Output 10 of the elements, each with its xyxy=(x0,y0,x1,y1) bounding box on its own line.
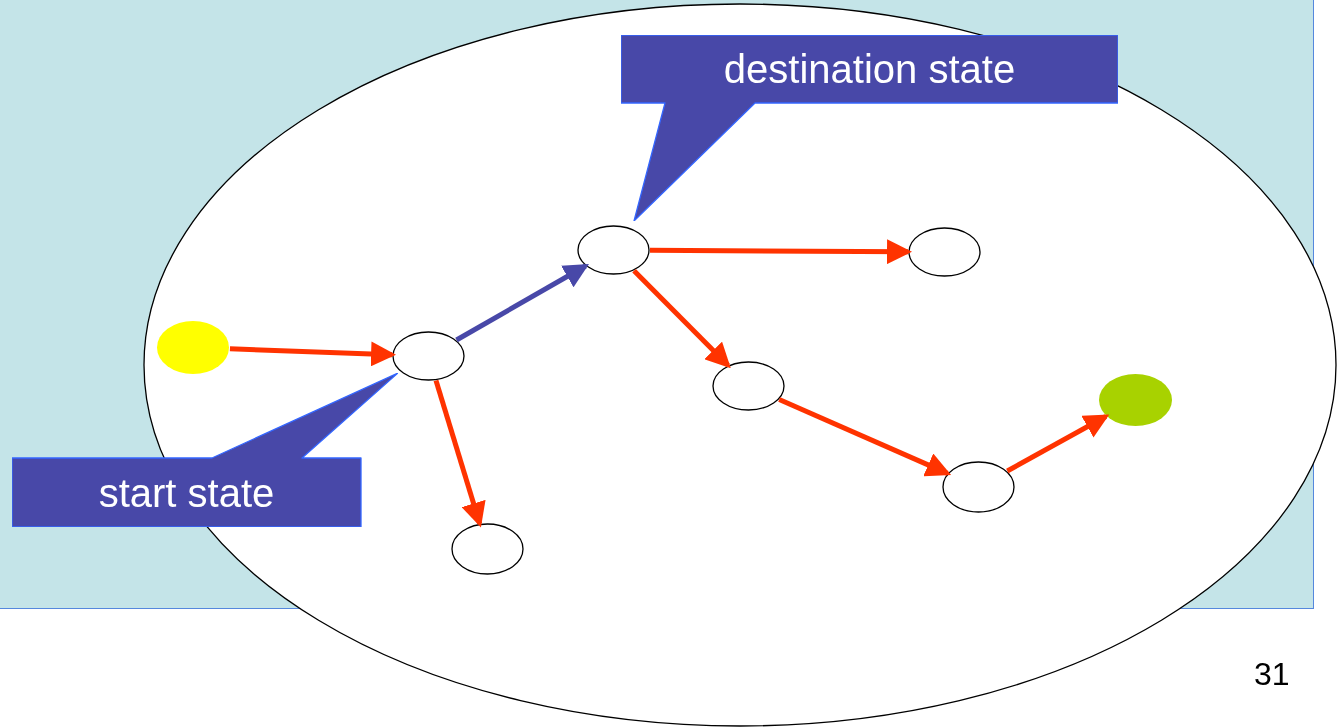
callout-text: destination state xyxy=(723,49,1016,89)
arrow xyxy=(229,341,397,367)
arrow xyxy=(650,239,912,265)
callout-text: start state xyxy=(98,472,275,513)
arrow xyxy=(455,263,589,343)
arrow xyxy=(778,397,952,477)
arrow xyxy=(632,268,731,369)
arrow xyxy=(433,379,486,528)
page-number: 31 xyxy=(1254,655,1290,694)
arrow xyxy=(1006,414,1110,474)
